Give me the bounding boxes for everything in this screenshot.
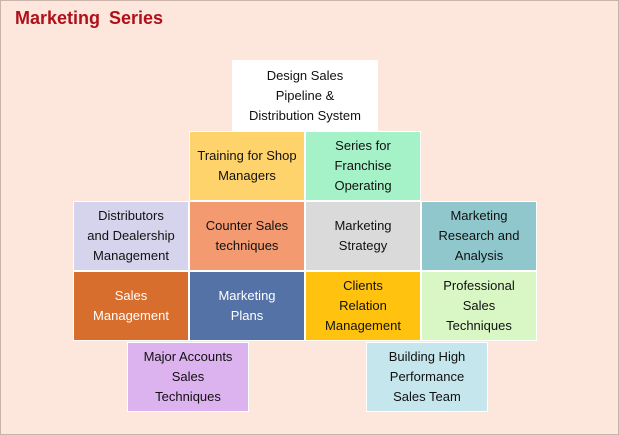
- page-title: Marketing Series: [15, 8, 164, 28]
